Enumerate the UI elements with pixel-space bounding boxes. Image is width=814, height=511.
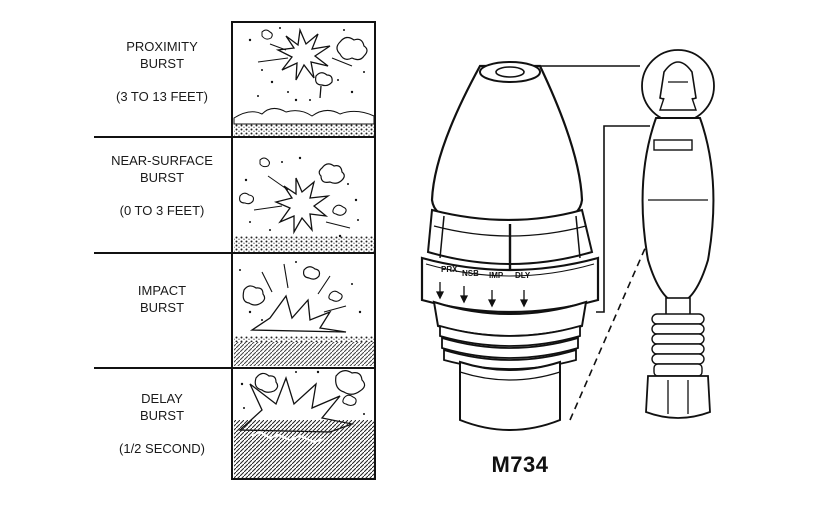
near-surface-burst-picture (234, 156, 374, 252)
near-surface-burst-label: NEAR-SURFACE BURST (0 TO 3 FEET) (94, 152, 230, 219)
delay-burst-range: (1/2 SECOND) (119, 441, 205, 456)
proximity-burst-range: (3 TO 13 FEET) (116, 89, 208, 104)
setting-dly: DLY (515, 271, 531, 280)
proximity-burst-title: PROXIMITY BURST (126, 39, 198, 71)
delay-burst-label: DELAY BURST (1/2 SECOND) (94, 390, 230, 457)
fuse-setting-marks: PRX NSB IMP DLY (441, 265, 531, 280)
delay-burst-picture (234, 370, 374, 478)
setting-prx: PRX (441, 265, 458, 274)
near-surface-burst-title: NEAR-SURFACE BURST (111, 153, 213, 185)
near-surface-burst-range: (0 TO 3 FEET) (119, 203, 205, 218)
impact-burst-title: IMPACT BURST (137, 283, 187, 315)
fuse-body (420, 61, 600, 431)
delay-burst-title: DELAY BURST (139, 391, 185, 423)
setting-nsb: NSB (462, 269, 479, 278)
panel-divider (94, 136, 234, 138)
panel-divider (94, 252, 234, 254)
mortar-round (641, 49, 715, 419)
proximity-burst-label: PROXIMITY BURST (3 TO 13 FEET) (94, 38, 230, 105)
proximity-burst-picture (233, 27, 375, 136)
impact-burst-picture (234, 261, 374, 366)
impact-burst-label: IMPACT BURST (94, 282, 230, 316)
panel-divider (94, 367, 234, 369)
fuse-designation: M734 (491, 452, 549, 477)
setting-imp: IMP (489, 271, 504, 280)
burst-panels (231, 21, 376, 480)
